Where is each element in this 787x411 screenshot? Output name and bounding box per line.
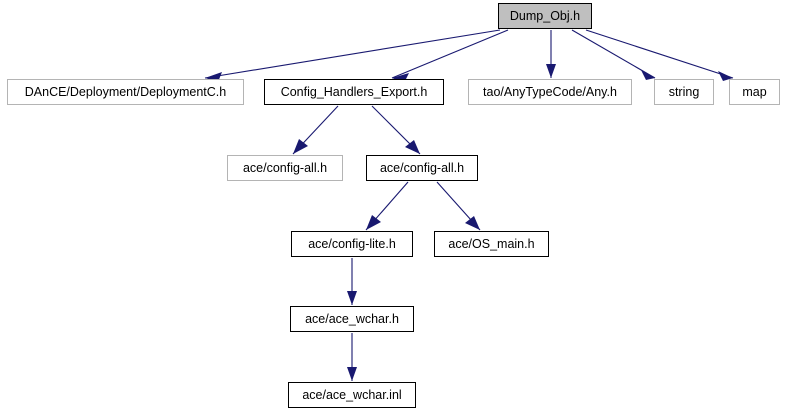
edge-arrowhead-icon (293, 139, 308, 154)
graph-node-label: DAnCE/Deployment/DeploymentC.h (24, 84, 227, 99)
graph-node-ace_wchar_inl[interactable]: ace/ace_wchar.inl (288, 382, 416, 408)
edge-arrowhead-icon (347, 367, 357, 381)
graph-edge (365, 181, 409, 231)
graph-node-config_all_right[interactable]: ace/config-all.h (366, 155, 478, 181)
graph-node-label: ace/OS_main.h (448, 236, 535, 251)
edge-arrowhead-icon (718, 71, 733, 81)
edge-arrowhead-icon (641, 70, 655, 80)
edge-line (204, 29, 501, 79)
graph-node-label: ace/ace_wchar.h (305, 311, 399, 326)
edge-arrowhead-icon (366, 215, 381, 230)
graph-edge (347, 258, 357, 305)
graph-node-label: ace/ace_wchar.inl (302, 387, 402, 402)
graph-node-label: ace/config-all.h (379, 160, 465, 175)
graph-node-label: tao/AnyTypeCode/Any.h (483, 84, 617, 99)
graph-node-deploymentc[interactable]: DAnCE/Deployment/DeploymentC.h (7, 79, 244, 105)
graph-node-config_all_left[interactable]: ace/config-all.h (227, 155, 343, 181)
graph-node-config_handlers_export[interactable]: Config_Handlers_Export.h (264, 79, 444, 105)
graph-node-label: string (668, 84, 700, 99)
edge-line (391, 29, 509, 79)
graph-node-label: ace/config-all.h (242, 160, 328, 175)
graph-node-label: Config_Handlers_Export.h (280, 84, 428, 99)
graph-edge (571, 29, 656, 80)
edge-arrowhead-icon (347, 291, 357, 305)
graph-node-os_main[interactable]: ace/OS_main.h (434, 231, 549, 257)
edge-line (571, 29, 656, 79)
graph-edge (347, 333, 357, 381)
graph-node-string[interactable]: string (654, 79, 714, 105)
edge-arrowhead-icon (405, 140, 420, 154)
graph-edge (546, 30, 556, 78)
edge-arrowhead-icon (465, 216, 480, 230)
graph-edge (436, 181, 481, 231)
graph-node-dump_obj[interactable]: Dump_Obj.h (498, 3, 592, 29)
graph-node-label: map (742, 84, 767, 99)
graph-node-ace_wchar_h[interactable]: ace/ace_wchar.h (290, 306, 414, 332)
graph-node-label: ace/config-lite.h (308, 236, 396, 251)
graph-edge (371, 105, 421, 155)
graph-node-label: Dump_Obj.h (509, 8, 581, 23)
graph-node-any_h[interactable]: tao/AnyTypeCode/Any.h (468, 79, 632, 105)
graph-edge (204, 29, 501, 82)
edge-line (585, 29, 734, 79)
graph-edge (292, 105, 339, 155)
graph-edge (585, 29, 734, 81)
graph-node-map[interactable]: map (729, 79, 780, 105)
graph-node-config_lite[interactable]: ace/config-lite.h (291, 231, 413, 257)
edge-arrowhead-icon (546, 64, 556, 78)
